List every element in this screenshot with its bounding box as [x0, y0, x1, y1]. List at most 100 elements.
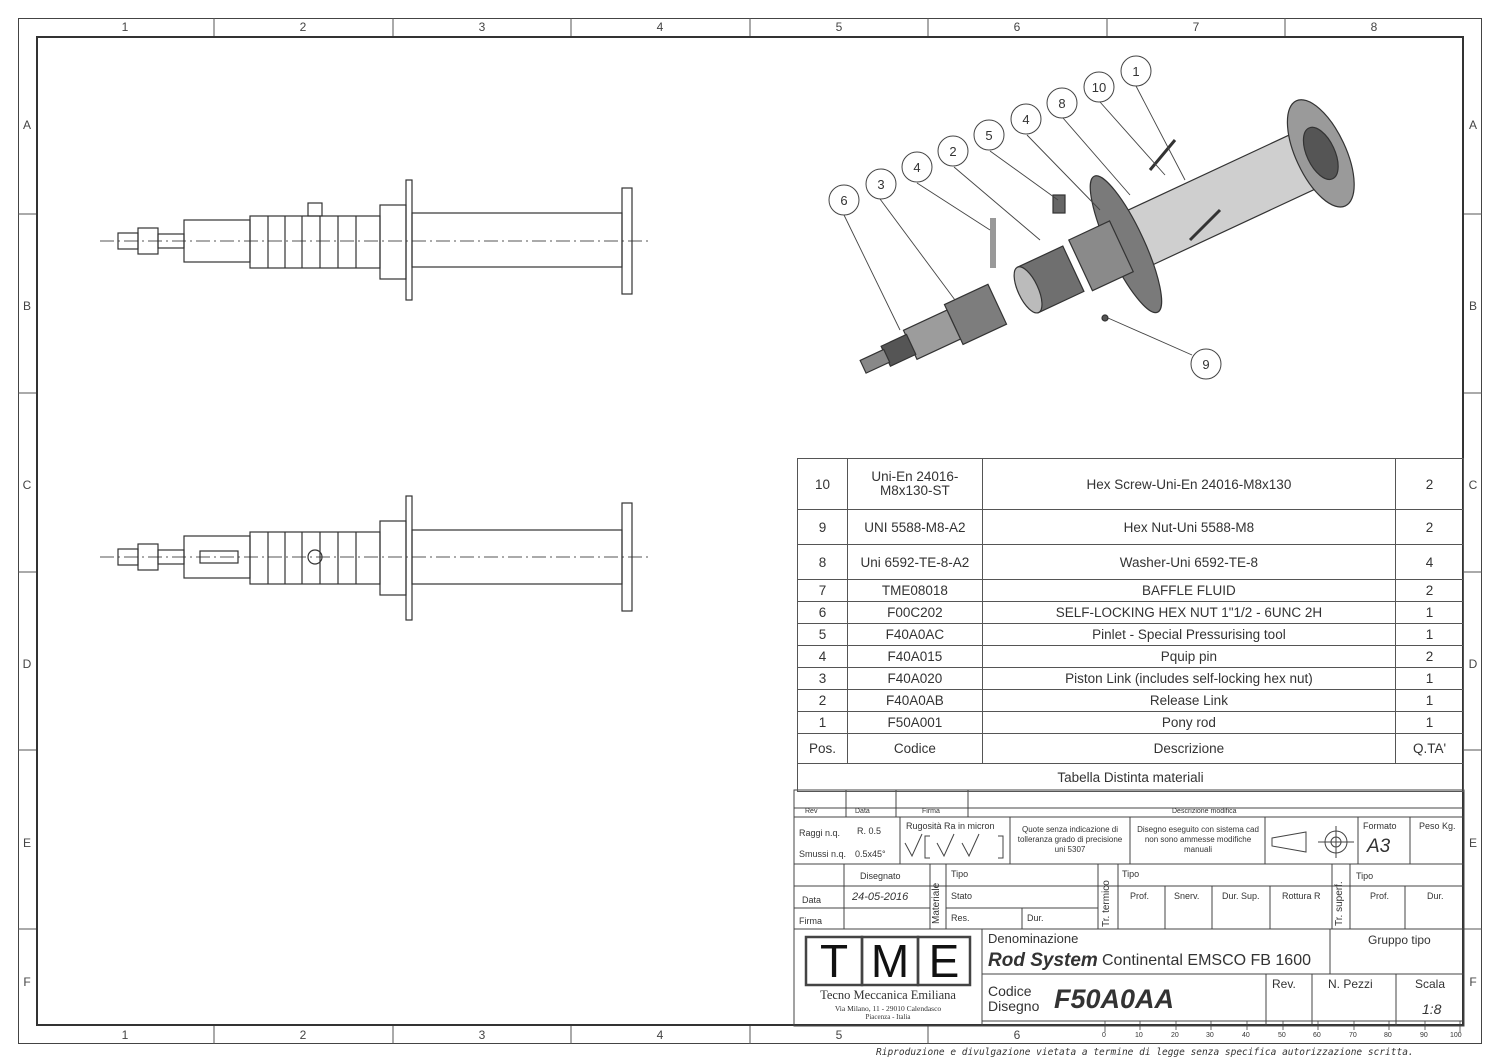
company-address: Via Milano, 11 - 29010 Calendasco — [834, 1004, 942, 1013]
table-row: 1 F50A001 Pony rod 1 — [797, 711, 1464, 734]
balloon-1 — [1120, 55, 1152, 87]
bom-qty: 1 — [1395, 689, 1464, 712]
zone-row-b-left: B — [22, 299, 31, 313]
ruler-tick: 30 — [1206, 1032, 1214, 1039]
radii-label: Raggi n.q. — [799, 828, 841, 838]
name-label: Denominazione — [988, 931, 1079, 946]
logo-letter-t: T — [819, 935, 849, 987]
balloon-4-lower — [901, 151, 933, 183]
change-description-header: Descrizione modifica — [1172, 808, 1237, 815]
bom-code: UNI 5588-M8-A2 — [846, 509, 983, 545]
bom-code: F50A001 — [846, 711, 983, 734]
titleblock-grid — [793, 789, 1465, 1027]
chamfers-label: Smussi n.q. — [799, 849, 847, 859]
bom-pos: 10 — [797, 458, 848, 510]
ruler-tick: 70 — [1349, 1032, 1357, 1039]
company-name: Tecno Meccanica Emiliana — [820, 988, 956, 1002]
group-type-label: Gruppo tipo — [1368, 933, 1431, 947]
zone-row-e-left: E — [22, 836, 31, 850]
zone-col-5-top: 5 — [835, 20, 843, 34]
ruler-tick: 60 — [1313, 1032, 1321, 1039]
ruler-tick: 10 — [1135, 1032, 1143, 1039]
bom-pos: 4 — [797, 645, 848, 668]
balloon-3 — [865, 168, 897, 200]
bom-code: Uni-En 24016-M8x130-ST — [846, 458, 983, 510]
table-row: 5 F40A0AC Pinlet - Special Pressurising … — [797, 623, 1464, 646]
zone-col-5-bottom: 5 — [835, 1028, 843, 1042]
bom-code: TME08018 — [846, 579, 983, 602]
balloon-4-upper — [1010, 103, 1042, 135]
balloon-4-upper-label: 4 — [1022, 112, 1029, 127]
drawn-label: Disegnato — [860, 871, 901, 881]
balloon-9 — [1190, 348, 1222, 380]
format-value: A3 — [1367, 836, 1391, 857]
balloon-5 — [973, 119, 1005, 151]
ruler-tick: 80 — [1384, 1032, 1392, 1039]
table-row: 7 TME08018 BAFFLE FLUID 2 — [797, 579, 1464, 602]
balloon-10-label: 10 — [1092, 80, 1106, 95]
bom-desc: Hex Screw-Uni-En 24016-M8x130 — [981, 458, 1397, 510]
bom-header-code: Codice — [846, 733, 983, 764]
bom-table: 10 Uni-En 24016-M8x130-ST Hex Screw-Uni-… — [797, 458, 1464, 792]
zone-row-a-left: A — [22, 118, 31, 132]
ruler-tick: 50 — [1278, 1032, 1286, 1039]
pieces-label: N. Pezzi — [1328, 977, 1373, 991]
bom-desc: Release Link — [981, 689, 1397, 712]
zone-row-d-right: D — [1468, 657, 1478, 671]
tolerance-note: Quote senza indicazione di tolleranza gr… — [1017, 825, 1123, 854]
bom-code: F40A0AB — [846, 689, 983, 712]
roughness-label: Rugosità Ra in micron — [906, 821, 995, 831]
heat-depth-label: Prof. — [1130, 891, 1150, 901]
balloon-6 — [828, 184, 860, 216]
bom-pos: 1 — [797, 711, 848, 734]
bom-header-desc: Descrizione — [981, 733, 1397, 764]
balloon-8 — [1046, 87, 1078, 119]
zone-col-3-top: 3 — [478, 20, 486, 34]
zone-row-c-right: C — [1468, 478, 1478, 492]
material-type-label: Tipo — [951, 869, 969, 879]
bom-qty: 2 — [1395, 645, 1464, 668]
code-label: Codice — [988, 983, 1032, 999]
balloon-1-label: 1 — [1132, 64, 1139, 79]
balloon-2 — [937, 135, 969, 167]
heat-treatment-label: Tr. termico — [1101, 880, 1112, 927]
bom-pos: 7 — [797, 579, 848, 602]
bom-pos: 3 — [797, 667, 848, 690]
bom-caption-row: Tabella Distinta materiali — [797, 763, 1464, 792]
table-row: 4 F40A015 Pquip pin 2 — [797, 645, 1464, 668]
material-state-label: Stato — [951, 891, 973, 901]
zone-col-6-bottom: 6 — [1013, 1028, 1021, 1042]
table-row: 9 UNI 5588-M8-A2 Hex Nut-Uni 5588-M8 2 — [797, 509, 1464, 545]
bom-desc: Pquip pin — [981, 645, 1397, 668]
scale-ruler — [1104, 1021, 1462, 1032]
heat-type-label: Tipo — [1122, 869, 1140, 879]
zone-col-2-bottom: 2 — [299, 1028, 307, 1042]
isometric-view — [859, 99, 1355, 374]
ruler-tick: 40 — [1242, 1032, 1250, 1039]
logo-letter-e: E — [928, 935, 960, 987]
balloon-10 — [1083, 71, 1115, 103]
cad-note: Disegno eseguito con sistema cad non son… — [1137, 825, 1259, 854]
zone-col-7-top: 7 — [1192, 20, 1200, 34]
bom-qty: 2 — [1395, 579, 1464, 602]
bom-desc: Piston Link (includes self-locking hex n… — [981, 667, 1397, 690]
bom-desc: Pony rod — [981, 711, 1397, 734]
surface-hardness-label: Dur. Sup. — [1222, 891, 1260, 901]
format-label: Formato — [1363, 821, 1397, 831]
bom-qty: 2 — [1395, 509, 1464, 545]
chamfers-value: 0.5x45° — [855, 849, 886, 859]
radii-value: R. 0.5 — [857, 826, 882, 836]
bom-pos: 9 — [797, 509, 848, 545]
table-row: 2 F40A0AB Release Link 1 — [797, 689, 1464, 712]
zone-col-3-bottom: 3 — [478, 1028, 486, 1042]
drawing-title: Continental EMSCO FB 1600 — [1102, 952, 1311, 969]
bom-qty: 1 — [1395, 667, 1464, 690]
balloon-2-label: 2 — [949, 144, 956, 159]
surface-treatment-label: Tr. superf. — [1334, 881, 1345, 926]
material-label: Materiale — [931, 882, 942, 924]
bom-header-row: Pos. Codice Descrizione Q.TA' — [797, 733, 1464, 764]
table-row: 6 F00C202 SELF-LOCKING HEX NUT 1"1/2 - 6… — [797, 601, 1464, 624]
yield-label: Snerv. — [1174, 891, 1200, 901]
